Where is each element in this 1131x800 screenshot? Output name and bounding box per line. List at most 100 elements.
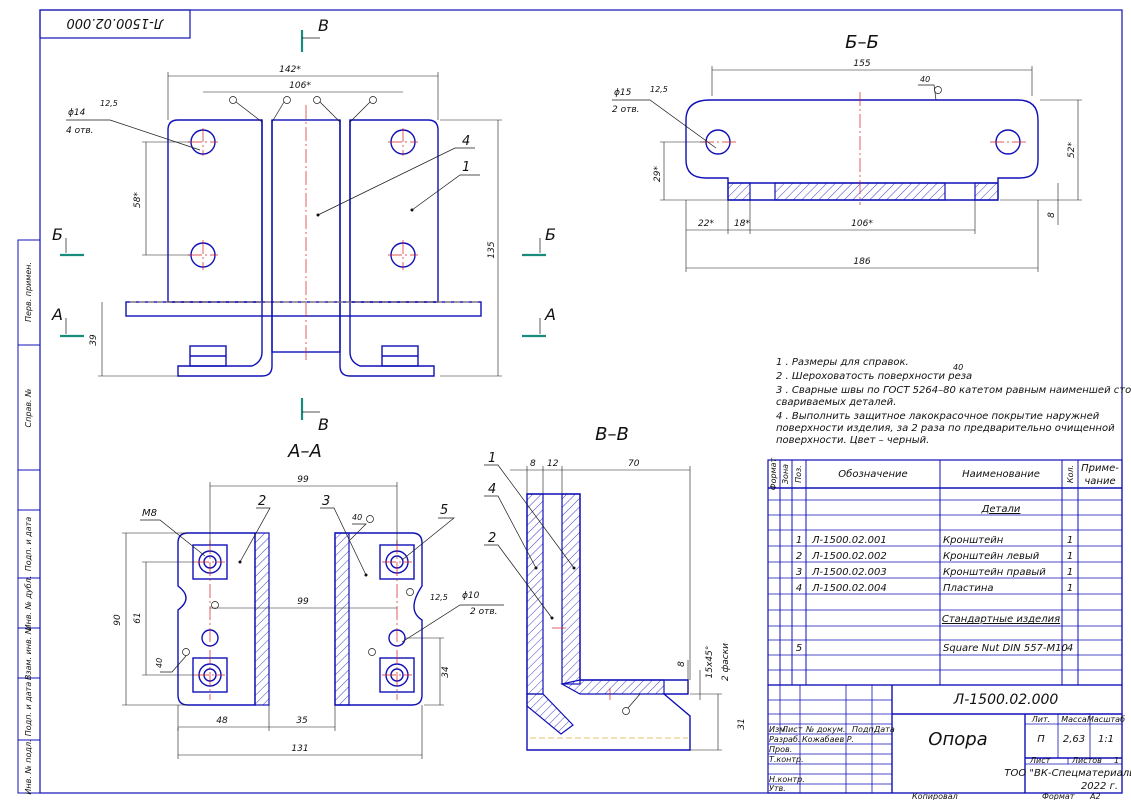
sheet-frame xyxy=(39,9,1123,794)
spec-h-note2: чание xyxy=(1084,476,1115,487)
tb-mass: 2,63 xyxy=(1063,734,1085,745)
spec-r3-pos: 3 xyxy=(796,567,802,578)
aa-hole-dia: ϕ10 xyxy=(462,591,480,601)
dim-58: 58* xyxy=(133,192,143,208)
spec-r3-qty: 1 xyxy=(1067,567,1073,578)
aa-r40: 40 xyxy=(155,658,164,668)
tb-tkontr: Т.контр. xyxy=(769,755,804,764)
aa-dim-34: 34 xyxy=(441,666,451,678)
notes: 1 . Размеры для справок. 2 . Шероховатос… xyxy=(776,357,1131,446)
tb-list: Лист xyxy=(781,725,803,734)
main-label-4: 4 xyxy=(462,134,470,149)
spec-r3-des: Л-1500.02.003 xyxy=(811,567,887,578)
spec-h-designation: Обозначение xyxy=(838,468,907,480)
tb-lit: П xyxy=(1037,734,1045,745)
spec-r2-qty: 1 xyxy=(1067,551,1073,562)
main-rough: 12,5 xyxy=(100,99,118,108)
vv-title: В–В xyxy=(595,424,629,445)
spec-h-format: Формат xyxy=(769,457,778,490)
vv-chamfer: 15х45° xyxy=(705,646,715,679)
note-3b: свариваемых деталей. xyxy=(776,397,896,408)
dim-106: 106* xyxy=(289,81,311,91)
spec-section-details: Детали xyxy=(981,504,1021,515)
tb-author: Кожабаев Р. xyxy=(802,735,854,744)
spec-r2-name: Кронштейн левый xyxy=(943,551,1040,562)
mark-a-left: А xyxy=(51,305,63,324)
aa-dim-48: 48 xyxy=(216,716,228,726)
side-label-4: Инв. № дубл. xyxy=(24,576,33,631)
aa-dim-99-mid: 99 xyxy=(297,597,309,607)
bb-dim-155: 155 xyxy=(853,59,870,69)
aa-dim-131: 131 xyxy=(291,744,308,754)
side-label-7: Инв. № подл. xyxy=(24,739,33,794)
top-stamp: Л-1500.02.000 xyxy=(39,9,191,39)
bb-hole-dia: ϕ15 xyxy=(614,88,632,98)
spec-r4-des: Л-1500.02.004 xyxy=(811,583,887,594)
section-bb: Б–Б 155 186 106* 22* 18* 52* 29* xyxy=(612,32,1082,272)
spec-r3-name: Кронштейн правый xyxy=(943,567,1046,578)
tb-copied: Копировал xyxy=(912,792,958,800)
note-4b: поверхности изделия, за 2 раза по предва… xyxy=(776,423,1115,434)
vv-dim-70: 70 xyxy=(628,459,640,469)
bb-hole-count: 2 отв. xyxy=(612,105,640,115)
tb-format: А2 xyxy=(1089,792,1101,800)
side-label-1: Перв. примен. xyxy=(24,262,33,322)
vv-dim-8: 8 xyxy=(530,459,536,469)
vv-dim-12: 12 xyxy=(547,459,559,469)
tb-izm: Изм. xyxy=(769,725,788,734)
spec-r1-des: Л-1500.02.001 xyxy=(811,535,887,546)
main-hole-dia: ϕ14 xyxy=(68,108,86,118)
title-block: Л-1500.02.000 Опора Лит. Масса Масштаб П… xyxy=(767,684,1131,800)
tb-name: Опора xyxy=(928,729,987,750)
aa-rough: 12,5 xyxy=(430,593,448,602)
aa-title: А–А xyxy=(287,441,322,462)
bb-dim-18: 18* xyxy=(734,219,750,229)
mark-b-right: Б xyxy=(545,225,556,244)
bb-dim-8: 8 xyxy=(1047,212,1057,218)
vv-label-1: 1 xyxy=(488,451,496,466)
top-stamp-code: Л-1500.02.000 xyxy=(66,15,164,30)
tb-scale: 1:1 xyxy=(1098,734,1114,745)
dim-142: 142* xyxy=(279,65,301,75)
tb-sheet-label: Лист xyxy=(1029,756,1051,765)
dim-39: 39 xyxy=(89,334,99,346)
spec-r4-name: Пластина xyxy=(943,583,994,594)
aa-label-2: 2 xyxy=(258,494,266,509)
spec-r1-name: Кронштейн xyxy=(943,535,1004,546)
vv-label-2: 2 xyxy=(488,531,496,546)
side-label-3: Подп. и дата xyxy=(24,517,33,572)
tb-format-label: Формат xyxy=(1042,792,1075,800)
main-view: 142* 106* 135 39 58* ϕ14 4 отв. 12,5 4 1 xyxy=(51,16,556,434)
mark-a-right: А xyxy=(544,305,556,324)
mark-v-bottom: В xyxy=(318,415,329,434)
spec-table: Формат Зона Поз. Обозначение Наименовани… xyxy=(767,457,1123,686)
side-label-2: Справ. № xyxy=(24,389,33,428)
spec-r2-des: Л-1500.02.002 xyxy=(811,551,887,562)
tb-nkontr: Н.контр. xyxy=(769,775,805,784)
tb-razrab: Разраб. xyxy=(769,735,800,744)
tb-date: Дата xyxy=(873,725,895,734)
bb-weld: 40 xyxy=(920,75,930,84)
bb-dim-106: 106* xyxy=(851,219,873,229)
aa-dim-61: 61 xyxy=(133,612,143,623)
spec-r4-qty: 1 xyxy=(1067,583,1073,594)
note-2: 2 . Шероховатость поверхности реза xyxy=(776,371,972,382)
mark-b-left: Б xyxy=(52,225,63,244)
tb-year: 2022 г. xyxy=(1081,781,1118,792)
note-1: 1 . Размеры для справок. xyxy=(776,357,909,368)
vv-label-4: 4 xyxy=(488,482,496,497)
aa-hole-count: 2 отв. xyxy=(470,607,498,617)
aa-dim-35: 35 xyxy=(296,716,308,726)
aa-label-3: 3 xyxy=(322,494,330,509)
aa-label-5: 5 xyxy=(440,503,448,518)
vv-dim-31: 31 xyxy=(737,718,747,729)
tb-utv: Утв. xyxy=(769,784,786,793)
section-vv: В–В 8 12 70 8 31 15х45° 2 фаски 1 4 xyxy=(484,424,747,751)
tb-sheets: 1 xyxy=(1114,756,1119,765)
tb-mass-label: Масса xyxy=(1061,715,1087,724)
bb-dim-52: 52* xyxy=(1067,142,1077,158)
spec-std-qty: 4 xyxy=(1067,643,1073,654)
dim-135: 135 xyxy=(487,241,497,258)
side-column: Перв. примен. Справ. № Подп. и дата Инв.… xyxy=(17,239,41,795)
